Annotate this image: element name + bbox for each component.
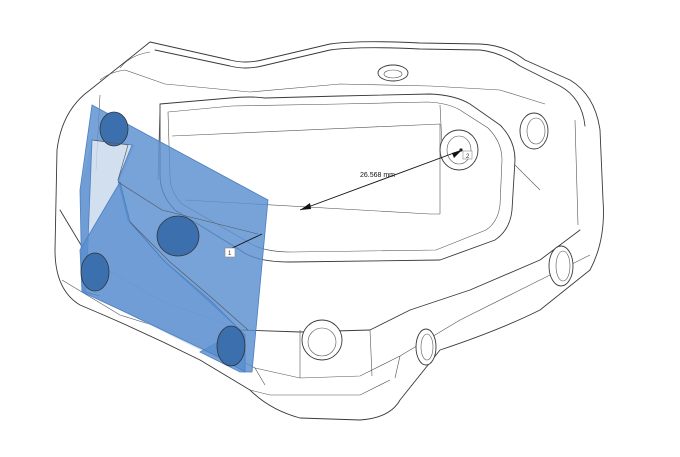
plane-hole-bottom[interactable] bbox=[216, 325, 246, 367]
hole-right-upper[interactable] bbox=[519, 112, 549, 150]
dimension-arrow-start bbox=[300, 203, 311, 210]
selection-marker-2[interactable]: 2 bbox=[459, 148, 473, 160]
dimension-value: 26.568 mm bbox=[360, 172, 395, 179]
top-rim-contour-2 bbox=[99, 51, 546, 105]
distance-dimension[interactable]: 26.568 mm bbox=[227, 149, 463, 251]
plane-hole-top-left[interactable] bbox=[99, 111, 129, 147]
hole-inner-wall[interactable] bbox=[439, 129, 479, 171]
hole-top-center[interactable] bbox=[377, 64, 409, 82]
hole-bottom-right[interactable] bbox=[415, 328, 437, 366]
plane-hole-left[interactable] bbox=[80, 252, 110, 292]
outer-silhouette bbox=[54, 41, 604, 421]
svg-text:1: 1 bbox=[228, 251, 232, 257]
hole-right-lower[interactable] bbox=[548, 245, 574, 287]
dimension-arrow-end bbox=[452, 150, 462, 158]
lower-base bbox=[249, 355, 401, 396]
top-rim-contour bbox=[154, 47, 586, 127]
hole-bottom-center[interactable] bbox=[301, 319, 343, 361]
selection-marker-1[interactable]: 1 bbox=[224, 247, 236, 258]
plane-hole-center[interactable] bbox=[156, 215, 200, 257]
selected-face[interactable] bbox=[79, 104, 269, 373]
dimension-leader bbox=[227, 233, 263, 251]
plane-through-edges bbox=[91, 139, 259, 331]
svg-text:2: 2 bbox=[466, 154, 470, 160]
selected-face-lower-strip bbox=[79, 180, 246, 373]
dimension-line bbox=[299, 149, 463, 211]
